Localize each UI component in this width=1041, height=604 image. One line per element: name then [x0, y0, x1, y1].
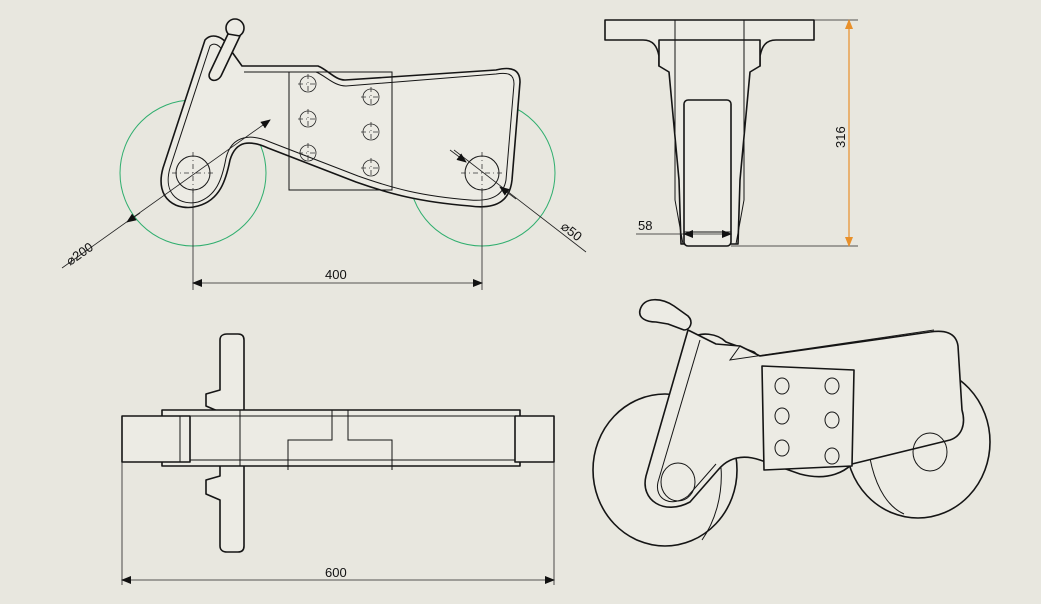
- top-frame: [161, 409, 521, 467]
- side-wheel: [683, 99, 732, 247]
- isometric-view: [592, 298, 991, 547]
- dim-dia-wheel-line: [61, 119, 271, 269]
- front-bolt-plate: [288, 71, 393, 191]
- front-view: ⌀200 ⌀50 400: [61, 18, 587, 290]
- iso-axle-rear: [912, 432, 948, 472]
- dim-dia-axle-line: [453, 149, 587, 253]
- top-wheel-left: [121, 415, 191, 463]
- top-bolt-plate: [287, 410, 393, 470]
- iso-handle: [638, 298, 692, 331]
- side-view: 58 316: [604, 19, 858, 247]
- dim-width-label: 58: [638, 218, 652, 233]
- dim-spacing-label: 400: [325, 267, 347, 282]
- dim-length-label: 600: [325, 565, 347, 580]
- front-handle-arm: [208, 33, 241, 82]
- front-plate-inner: [167, 43, 515, 204]
- top-wheel-right: [514, 415, 555, 463]
- iso-axle-front: [660, 462, 696, 502]
- dim-dia-axle-label: ⌀50: [558, 219, 585, 245]
- top-view: 600: [121, 333, 555, 585]
- iso-bolt-block: [761, 365, 855, 471]
- dim-height-label: 316: [833, 126, 848, 148]
- dim-dia-wheel-label: ⌀200: [63, 239, 96, 268]
